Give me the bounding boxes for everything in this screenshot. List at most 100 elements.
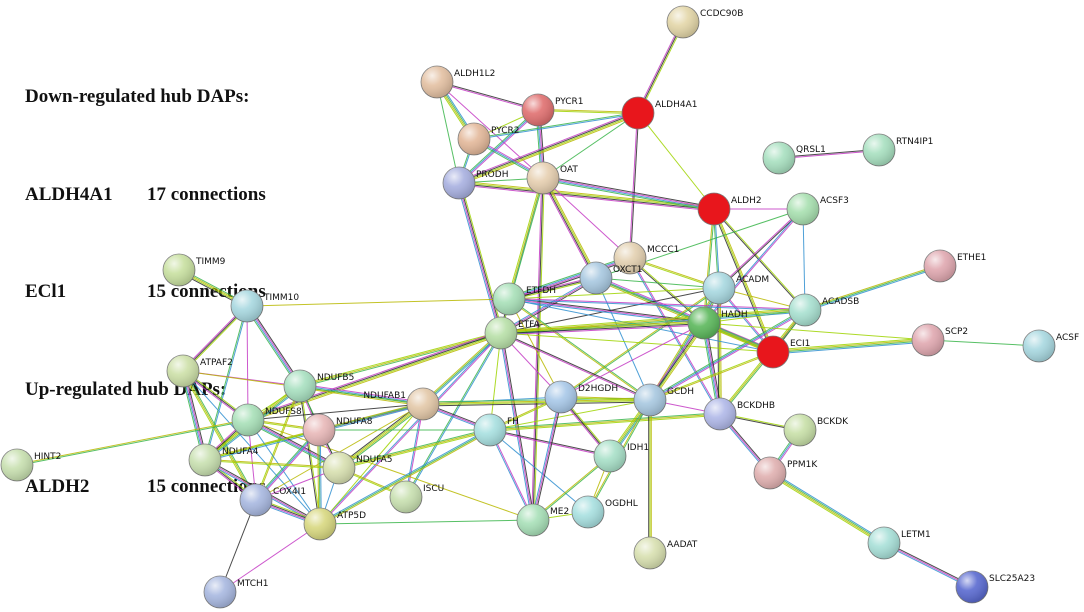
protein-node[interactable]: ECI1: [756, 335, 810, 369]
protein-node[interactable]: NDUFA4: [188, 443, 259, 477]
protein-node[interactable]: ACSF3: [786, 192, 849, 226]
node-shine: [545, 381, 577, 413]
node-shine: [754, 457, 786, 489]
protein-node[interactable]: OXCT1: [579, 261, 643, 295]
protein-node[interactable]: CCDC90B: [666, 5, 743, 39]
interaction-edge: [649, 350, 774, 402]
protein-node[interactable]: GCDH: [633, 383, 694, 417]
interaction-edge: [648, 400, 652, 553]
protein-node[interactable]: ACADM: [702, 271, 769, 305]
node-label: ME2: [550, 507, 569, 517]
protein-node[interactable]: PYCR2: [457, 122, 520, 156]
protein-node[interactable]: NDUFAB1: [363, 387, 440, 421]
node-circle[interactable]: [756, 335, 790, 369]
protein-node[interactable]: HINT2: [0, 448, 61, 482]
node-label: SCP2: [945, 327, 968, 337]
protein-node[interactable]: ACADSB: [788, 293, 859, 327]
protein-node[interactable]: ETFA: [484, 316, 541, 350]
node-circle[interactable]: [621, 96, 655, 130]
protein-node[interactable]: QRSL1: [762, 141, 826, 175]
node-circle[interactable]: [697, 192, 731, 226]
protein-node[interactable]: OGDHL: [571, 495, 638, 529]
protein-node[interactable]: ACSF: [1022, 329, 1079, 363]
protein-node[interactable]: BCKDK: [783, 413, 849, 447]
protein-node[interactable]: RTN4IP1: [862, 133, 933, 167]
protein-node[interactable]: TIMM9: [162, 253, 226, 287]
node-shine: [474, 414, 506, 446]
interaction-edge: [473, 111, 639, 141]
protein-node[interactable]: PYCR1: [521, 93, 584, 127]
interaction-edge: [219, 523, 321, 593]
protein-node[interactable]: PRODH: [442, 166, 508, 200]
protein-node[interactable]: ALDH4A1: [621, 96, 697, 130]
protein-node[interactable]: ATPAF2: [166, 354, 233, 388]
interaction-edge: [703, 322, 929, 341]
interaction-edge: [629, 257, 721, 415]
interaction-edge: [508, 297, 806, 312]
interaction-edge: [508, 298, 651, 401]
protein-node[interactable]: NDUFA8: [302, 413, 373, 447]
edge-line: [248, 333, 502, 422]
protein-node[interactable]: AADAT: [633, 536, 698, 570]
edge-line: [628, 112, 638, 258]
edge-line: [458, 183, 714, 211]
edge-line: [638, 22, 685, 114]
edge-line: [490, 428, 611, 456]
edge-line: [595, 277, 705, 324]
protein-node[interactable]: HADH: [687, 306, 748, 340]
protein-node[interactable]: ATP5D: [303, 507, 366, 541]
node-label: CCDC90B: [700, 9, 743, 19]
node-label: SLC25A23: [989, 574, 1035, 584]
protein-node[interactable]: FH: [473, 413, 519, 447]
edge-line: [773, 341, 929, 355]
interaction-edge: [299, 331, 502, 388]
protein-node[interactable]: ETFDH: [492, 282, 556, 316]
protein-node[interactable]: ALDH2: [697, 192, 762, 226]
protein-node[interactable]: COX4I1: [239, 483, 306, 517]
node-shine: [323, 452, 355, 484]
down-regulated-heading: Down-regulated hub DAPs:: [25, 86, 250, 107]
interaction-edge: [649, 308, 806, 402]
edge-line: [203, 305, 247, 460]
node-label: NDUFA5: [356, 455, 392, 465]
node-shine: [527, 162, 559, 194]
protein-node[interactable]: NDUFA5: [322, 451, 392, 485]
node-label: IDH1: [627, 443, 649, 453]
edge-line: [637, 112, 715, 210]
protein-node[interactable]: BCKDHB: [703, 397, 775, 431]
protein-node[interactable]: IDH1: [593, 439, 649, 473]
edge-line: [489, 412, 720, 430]
edge-line: [299, 386, 423, 406]
protein-node[interactable]: SCP2: [911, 323, 968, 357]
edge-line: [649, 350, 773, 400]
protein-node[interactable]: OAT: [526, 161, 578, 195]
interaction-edge: [507, 177, 545, 300]
protein-node[interactable]: SLC25A23: [955, 570, 1035, 604]
node-shine: [443, 167, 475, 199]
edge-line: [423, 333, 503, 406]
protein-node[interactable]: NDUFS8: [231, 403, 302, 437]
edge-line: [436, 81, 544, 179]
protein-node[interactable]: ME2: [516, 503, 569, 537]
protein-node[interactable]: MTCH1: [203, 575, 269, 609]
node-label: ATPAF2: [200, 358, 233, 368]
node-label: QRSL1: [796, 145, 826, 155]
edge-line: [769, 473, 884, 544]
protein-node[interactable]: ISCU: [389, 480, 444, 514]
protein-node[interactable]: PPM1K: [753, 456, 818, 490]
node-shine: [517, 504, 549, 536]
protein-node[interactable]: D2HGDH: [544, 380, 618, 414]
protein-node[interactable]: ALDH1L2: [420, 65, 495, 99]
protein-node[interactable]: LETM1: [867, 526, 931, 560]
protein-node[interactable]: MCCC1: [613, 241, 679, 275]
edge-line: [17, 420, 249, 467]
protein-node[interactable]: TIMM10: [230, 289, 299, 323]
interaction-edge: [531, 396, 563, 521]
edge-line: [509, 297, 806, 310]
interaction-edge: [778, 148, 880, 160]
protein-node[interactable]: NDUFB5: [283, 369, 354, 403]
edge-line: [339, 404, 424, 469]
edge-line: [595, 277, 720, 289]
edge-line: [629, 258, 720, 415]
protein-node[interactable]: ETHE1: [923, 249, 986, 283]
